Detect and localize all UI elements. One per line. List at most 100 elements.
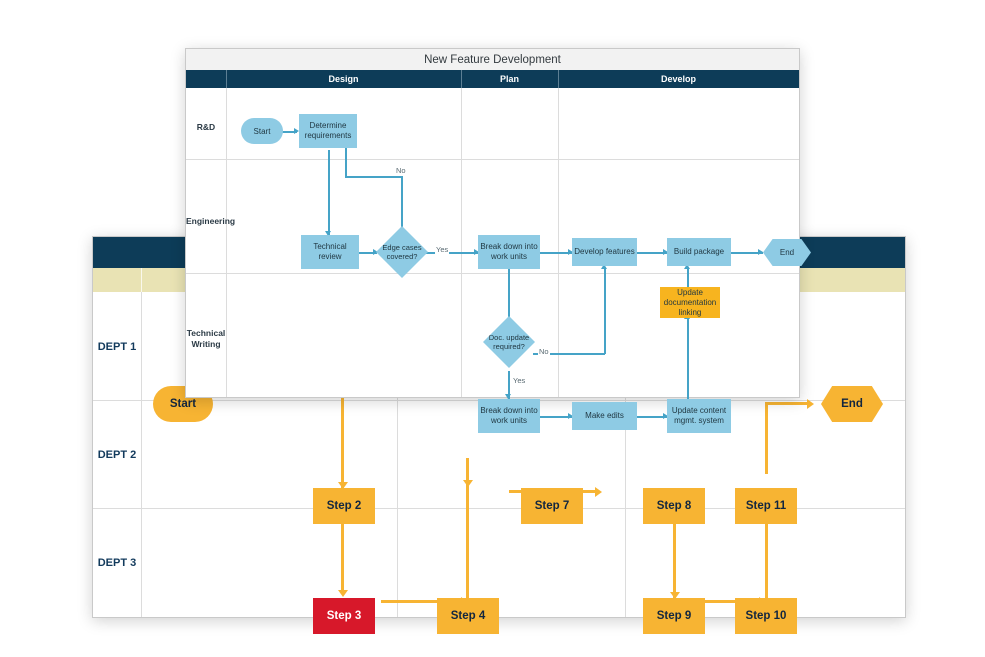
edge-step8-to-step9	[673, 514, 676, 600]
node-step-3-label: Step 3	[326, 610, 362, 622]
flow-node-build-package[interactable]: Build package	[667, 238, 731, 266]
node-step-10-label: Step 10	[745, 610, 787, 622]
edge-step3-to-step4	[381, 600, 465, 603]
phase-header-develop[interactable]: Develop	[660, 74, 696, 84]
edge-edgecases-no-to-determine	[345, 131, 347, 177]
flow-node-breakdown-eng-line1: Break down into	[480, 242, 538, 251]
flow-node-makeedits-label: Make edits	[585, 411, 624, 420]
edge-arrow-develop-from-docupdate	[601, 264, 607, 269]
edge-edgecases-yes	[426, 252, 478, 254]
edge-arrow-end-in	[807, 399, 814, 409]
edge-arrow-develop-in	[568, 249, 573, 255]
edge-arrow-step7-in	[463, 480, 473, 487]
flow-node-breakdown-tw-line1: Break down into	[480, 406, 538, 415]
edge-label-edgecases-yes: Yes	[435, 245, 450, 254]
node-end[interactable]: End	[821, 386, 883, 422]
flow-node-break-down-work-units-eng[interactable]: Break down into work units	[478, 235, 540, 269]
edge-arrow-buildpkg-in	[663, 249, 668, 255]
phase-header-design[interactable]: Design	[328, 74, 359, 84]
flow-node-doc-update-required[interactable]: Doc. update required?	[483, 316, 535, 368]
flow-node-edge-cases-covered[interactable]: Edge cases covered?	[376, 226, 428, 278]
edge-edgecases-no-up	[401, 176, 403, 228]
flowchart-title-bar: New Feature Development	[186, 49, 799, 71]
node-step-4[interactable]: Step 4	[437, 598, 499, 634]
flow-node-update-documentation-linking[interactable]: Update documentation linking	[660, 287, 720, 318]
edge-techreview-to-edgecases	[359, 252, 377, 254]
node-step-8-label: Step 8	[656, 500, 692, 512]
node-step-7-label: Step 7	[534, 500, 570, 512]
edge-docupdate-no-right	[533, 353, 605, 355]
edge-arrow-breakdown-eng-in	[474, 249, 479, 255]
flowchart-title: New Feature Development	[424, 53, 561, 66]
flow-node-techreview-line2: review	[318, 252, 342, 261]
edge-arrow-determine-in	[294, 128, 299, 134]
flow-node-updatedoc-line2: documentation	[663, 297, 717, 307]
flow-lane-label-tw-line1: Technical	[186, 328, 226, 338]
phase-header-divider-2	[461, 70, 462, 88]
subheader-divider-1	[141, 268, 142, 292]
edge-label-edgecases-no: No	[395, 166, 407, 175]
node-step-7[interactable]: Step 7	[521, 488, 583, 524]
phase-header-row: Design Plan Develop	[186, 70, 799, 88]
edge-updatecms-to-updatedoc	[687, 316, 689, 404]
edge-step11-up	[765, 402, 768, 474]
flow-node-develop-label: Develop features	[574, 247, 635, 256]
edge-arrow-step9-in	[670, 592, 680, 599]
flow-node-determine-line2: requirements	[304, 131, 352, 140]
edge-breakdowntw-to-makeedits	[540, 416, 572, 418]
flow-node-break-down-work-units-tw[interactable]: Break down into work units	[478, 399, 540, 433]
flow-node-technical-review[interactable]: Technical review	[301, 235, 359, 269]
flow-lane-label-technical-writing: Technical Writing	[186, 328, 226, 351]
edge-step10-to-step11	[765, 514, 768, 600]
node-end-label: End	[841, 398, 863, 410]
flow-col-divider-3	[558, 88, 559, 397]
flow-node-end-label: End	[779, 248, 795, 257]
edge-arrow-step3-in	[338, 590, 348, 597]
lane-label-dept-3: DEPT 3	[97, 557, 137, 569]
edge-step2-to-step3	[341, 480, 344, 594]
edge-edgecases-no-left	[345, 176, 402, 178]
edge-arrow-buildpkg-from-updatedoc	[684, 264, 690, 269]
node-step-2[interactable]: Step 2	[313, 488, 375, 524]
edge-determine-to-techreview	[328, 150, 330, 237]
flow-node-develop-features[interactable]: Develop features	[572, 238, 637, 266]
edge-breakdown-to-docupdate	[508, 267, 510, 342]
edge-arrow-updatecms-in	[663, 413, 668, 419]
edge-arrow-breakdown-tw-in	[505, 394, 511, 399]
edge-arrow-end-in	[758, 249, 763, 255]
flow-node-docupdate-line2: required?	[493, 342, 525, 351]
node-step-11[interactable]: Step 11	[735, 488, 797, 524]
flow-node-start[interactable]: Start	[241, 118, 283, 144]
flow-node-start-label: Start	[253, 126, 271, 136]
edge-label-docupdate-yes: Yes	[512, 376, 527, 385]
flow-node-make-edits[interactable]: Make edits	[572, 402, 637, 430]
flow-node-end[interactable]: End	[763, 239, 811, 266]
flow-row-divider-1	[186, 159, 799, 160]
node-step-9-label: Step 9	[656, 610, 692, 622]
edge-step9-to-step10	[704, 600, 762, 603]
flow-node-breakdown-tw-line2: work units	[490, 416, 527, 425]
lane-label-dept-1: DEPT 1	[97, 341, 137, 353]
flow-node-update-content-mgmt-system[interactable]: Update content mgmt. system	[667, 399, 731, 433]
node-step-9[interactable]: Step 9	[643, 598, 705, 634]
edge-arrow-edgecases-in	[373, 249, 378, 255]
flow-node-buildpkg-label: Build package	[673, 247, 725, 256]
flow-node-determine-requirements[interactable]: Determine requirements	[299, 114, 357, 148]
flow-node-edgecases-line1: Edge cases	[382, 242, 422, 252]
node-step-4-label: Step 4	[450, 610, 486, 622]
edge-start-to-determine	[278, 131, 297, 133]
swimlane-col-divider-2	[397, 292, 398, 617]
node-start-label: Start	[169, 398, 197, 410]
flow-node-updatedoc-line1: Update	[677, 287, 703, 297]
node-step-10[interactable]: Step 10	[735, 598, 797, 634]
flow-node-breakdown-eng-line2: work units	[490, 252, 527, 261]
node-step-2-label: Step 2	[326, 500, 362, 512]
node-step-8[interactable]: Step 8	[643, 488, 705, 524]
edge-arrow-makeedits-in	[568, 413, 573, 419]
swimlane-col-divider-3	[625, 292, 626, 617]
flow-lane-label-tw-line2: Writing	[191, 339, 221, 350]
phase-header-plan[interactable]: Plan	[499, 74, 519, 84]
node-step-3[interactable]: Step 3	[313, 598, 375, 634]
edge-docupdate-yes	[508, 371, 510, 400]
